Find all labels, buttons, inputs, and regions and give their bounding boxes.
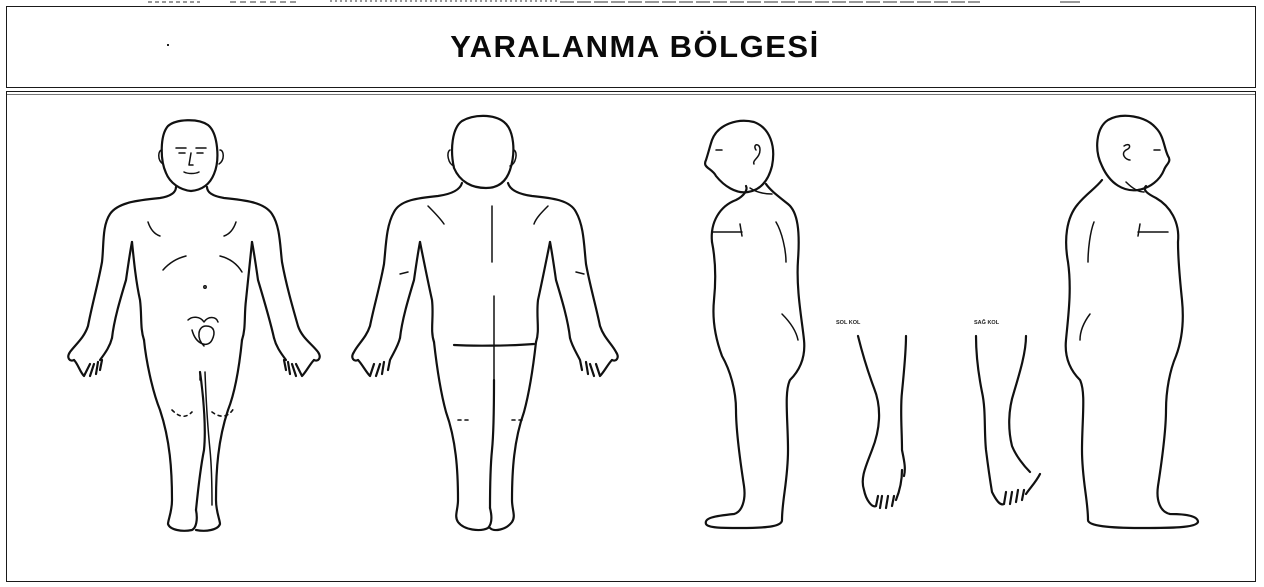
body-back-figure [352, 116, 617, 530]
body-right-side-figure [1066, 116, 1198, 528]
body-left-side-figure [705, 121, 804, 528]
right-arm-label: SAĞ KOL [974, 318, 1000, 326]
left-arm-figure: SOL KOL [836, 320, 906, 508]
body-front-figure [68, 120, 319, 531]
left-arm-label: SOL KOL [836, 320, 861, 326]
right-arm-figure: SAĞ KOL [974, 318, 1040, 504]
